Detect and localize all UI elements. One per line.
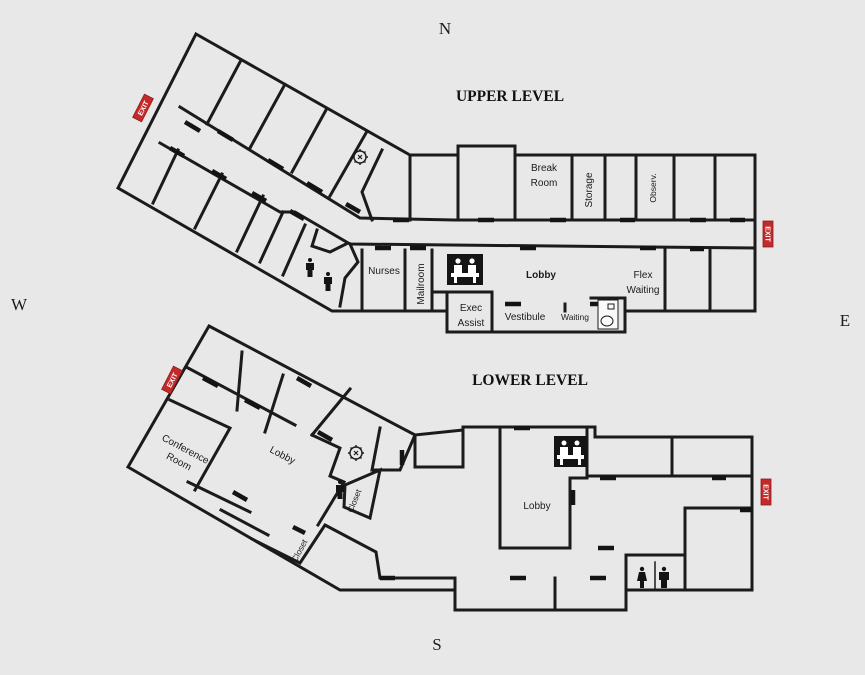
upper-level-title: UPPER LEVEL (456, 88, 564, 105)
elevator-icon-lower (348, 445, 364, 461)
restroom-men-icon-lower (336, 480, 344, 499)
elevator-icon (352, 149, 368, 165)
upper-break-room-label-2: Room (531, 178, 558, 189)
restroom-men-icon (306, 258, 314, 277)
upper-waiting-label: Waiting (561, 312, 589, 322)
lower-level-plan: EXIT EXIT Conference Room Lobby Closet C… (125, 323, 772, 612)
upper-lobby-label: Lobby (526, 270, 556, 281)
compass-east: E (840, 311, 850, 330)
upper-exit-west: EXIT (132, 93, 154, 123)
lower-lobby-west-label: Lobby (268, 445, 297, 468)
lower-lobby-east-label: Lobby (523, 501, 550, 512)
svg-text:EXIT: EXIT (763, 226, 770, 242)
upper-break-room-label: Break (531, 163, 558, 174)
compass-south: S (432, 635, 441, 654)
compass-west: W (11, 295, 28, 314)
upper-exec-assist-label: Exec (460, 303, 482, 314)
upper-flex-waiting-label-2: Waiting (627, 285, 660, 296)
svg-text:EXIT: EXIT (761, 484, 768, 500)
restroom-men-icon-lower-2 (659, 566, 669, 588)
upper-vestibule-label: Vestibule (505, 312, 546, 323)
restroom-men-icon-2 (324, 272, 332, 291)
upper-exec-assist-label-2: Assist (458, 318, 485, 329)
toilet-icon (597, 299, 619, 330)
lower-level-title: LOWER LEVEL (472, 372, 588, 389)
upper-mailroom-label: Mailroom (416, 263, 427, 304)
reception-desk-icon-lower (554, 436, 587, 467)
lower-closet-label: Closet (345, 487, 364, 514)
upper-observ-label: Observ. (648, 173, 658, 202)
restroom-women-icon (637, 566, 647, 588)
lower-exit-east: EXIT (760, 478, 772, 506)
compass-north: N (439, 19, 451, 38)
upper-storage-label: Storage (584, 172, 595, 207)
reception-desk-icon (447, 254, 483, 285)
upper-nurses-label: Nurses (368, 266, 400, 277)
upper-level-plan: EXIT EXIT Break Room Storage Observ. Nur… (116, 31, 774, 334)
upper-flex-waiting-label: Flex (634, 270, 653, 281)
upper-exit-east: EXIT (762, 220, 774, 248)
